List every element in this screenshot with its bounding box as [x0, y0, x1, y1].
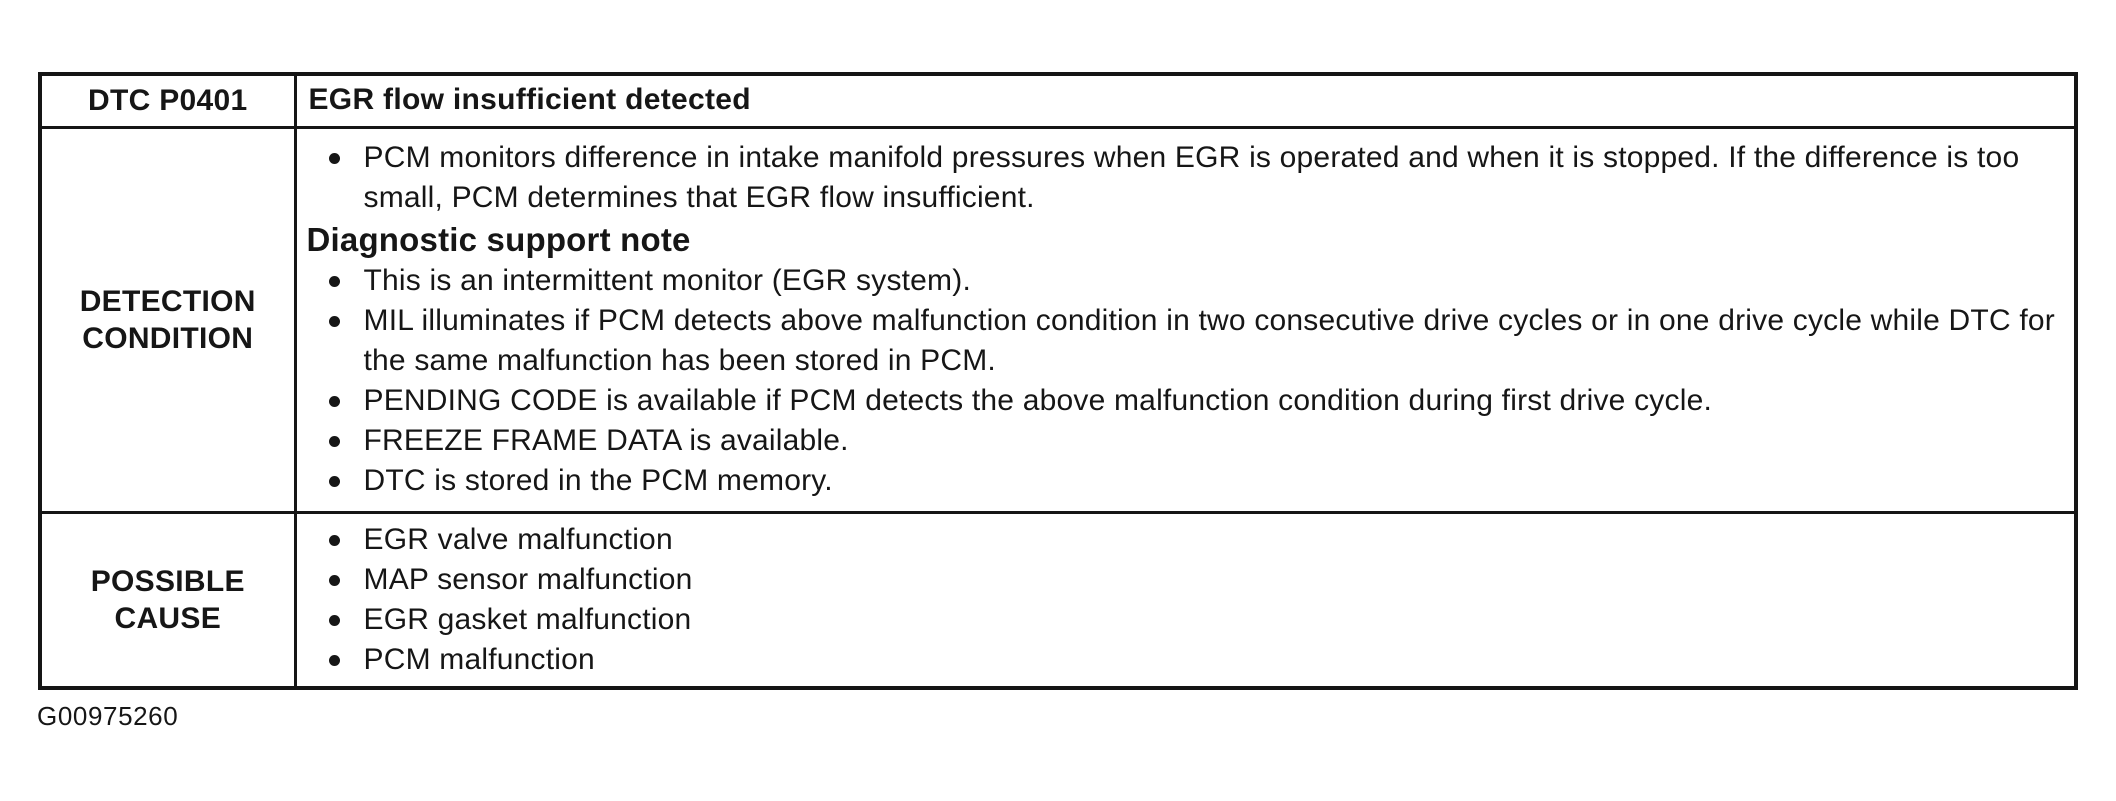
detection-bullet: DTC is stored in the PCM memory.	[307, 461, 2061, 501]
dtc-header-row: DTC P0401 EGR flow insufficient detected	[38, 72, 2078, 129]
detection-intro-bullet-list: PCM monitors difference in intake manifo…	[307, 138, 2061, 218]
detection-bullet: MIL illuminates if PCM detects above mal…	[307, 301, 2061, 381]
possible-cause-row: POSSIBLE CAUSE EGR valve malfunction MAP…	[38, 510, 2078, 689]
possible-cause-label-cell: POSSIBLE CAUSE	[38, 510, 297, 689]
detection-bullet: PENDING CODE is available if PCM detects…	[307, 381, 2061, 421]
possible-cause-bullet-list: EGR valve malfunction MAP sensor malfunc…	[307, 520, 2061, 680]
diagnostic-support-note-heading: Diagnostic support note	[306, 221, 691, 258]
cause-bullet: EGR valve malfunction	[307, 520, 2061, 560]
detection-condition-row: DETECTION CONDITION PCM monitors differe…	[38, 125, 2078, 514]
detection-bullet: This is an intermittent monitor (EGR sys…	[307, 261, 2061, 301]
dtc-code-cell: DTC P0401	[38, 72, 297, 129]
cause-bullet: PCM malfunction	[307, 640, 2061, 680]
dtc-table: DTC P0401 EGR flow insufficient detected…	[38, 72, 2078, 690]
detection-note-bullet-list: This is an intermittent monitor (EGR sys…	[307, 261, 2061, 501]
cause-bullet: EGR gasket malfunction	[307, 600, 2061, 640]
detection-condition-label-cell: DETECTION CONDITION	[38, 125, 297, 514]
figure-code: G00975260	[37, 701, 179, 731]
detection-condition-label: DETECTION CONDITION	[79, 284, 256, 355]
detection-condition-content-cell: PCM monitors difference in intake manifo…	[293, 125, 2078, 514]
dtc-description-cell: EGR flow insufficient detected	[293, 72, 2078, 129]
possible-cause-label: POSSIBLE CAUSE	[90, 564, 245, 635]
dtc-description: EGR flow insufficient detected	[308, 82, 751, 116]
dtc-code: DTC P0401	[88, 83, 248, 117]
detection-bullet: PCM monitors difference in intake manifo…	[307, 138, 2061, 218]
possible-cause-content-cell: EGR valve malfunction MAP sensor malfunc…	[293, 510, 2078, 689]
detection-bullet: FREEZE FRAME DATA is available.	[307, 421, 2061, 461]
cause-bullet: MAP sensor malfunction	[307, 560, 2061, 600]
